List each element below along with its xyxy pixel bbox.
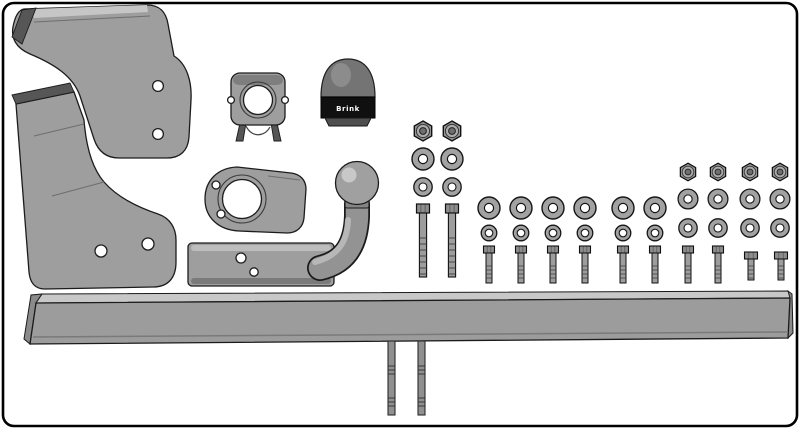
cap-logo-text: Brink	[336, 105, 360, 113]
base-plate-hole	[235, 252, 247, 264]
bolt-long	[415, 203, 431, 278]
cap-highlight	[331, 63, 351, 87]
bolt-medium	[648, 245, 662, 284]
flat-washer-large	[643, 196, 667, 220]
lower-side-bracket	[11, 82, 177, 290]
flat-washer	[677, 188, 699, 210]
flat-washer	[411, 147, 435, 171]
cross-member-beam	[23, 290, 794, 345]
hex-nut-small	[709, 162, 727, 182]
flat-washer-large	[477, 196, 501, 220]
fastener-set-middle	[477, 196, 667, 284]
beam-front-face	[29, 297, 791, 345]
base-plate-top-shade	[191, 245, 331, 251]
socket-plate-top-shade	[233, 75, 283, 85]
flat-washer	[708, 218, 728, 238]
threaded-rod	[417, 340, 426, 416]
bolt-long	[444, 203, 460, 278]
bolt-medium	[578, 245, 592, 284]
fastener-set-right	[677, 162, 791, 284]
spring-washer	[614, 224, 632, 242]
hex-nut-large	[413, 120, 433, 142]
bolt-short	[773, 251, 789, 281]
bolt-short	[743, 251, 759, 281]
spring-washer	[480, 224, 498, 242]
flat-washer	[440, 147, 464, 171]
base-plate-hole	[249, 267, 259, 277]
cap-bottom-lip	[324, 117, 372, 127]
flange-small-hole	[211, 180, 221, 190]
spring-washer	[576, 224, 594, 242]
flat-washer	[707, 188, 729, 210]
flat-washer-large	[573, 196, 597, 220]
socket-mounting-plate	[226, 72, 290, 142]
socket-hole	[242, 84, 274, 116]
spring-washer	[646, 224, 664, 242]
flat-washer-large	[509, 196, 533, 220]
flat-washer-large	[611, 196, 635, 220]
side-notch	[226, 95, 236, 105]
flat-washer	[413, 177, 433, 197]
spring-washer	[544, 224, 562, 242]
bracket-hole	[151, 79, 165, 93]
bolt-medium	[681, 245, 695, 284]
hex-nut-small	[771, 162, 789, 182]
flat-washer	[770, 218, 790, 238]
bolt-medium	[482, 245, 496, 284]
spring-washer	[512, 224, 530, 242]
hex-nut-small	[741, 162, 759, 182]
bolt-medium	[514, 245, 528, 284]
flange-small-hole	[216, 209, 226, 219]
beam-bottom-shade	[32, 331, 789, 338]
upper-side-bracket	[11, 4, 192, 159]
neck-body	[308, 192, 369, 280]
flat-washer	[740, 218, 760, 238]
bolt-medium	[546, 245, 560, 284]
hex-nut-large	[442, 120, 462, 142]
fastener-set-left	[411, 120, 464, 278]
flat-washer	[678, 218, 698, 238]
flange-adapter-plate	[204, 166, 307, 234]
towball-cover-cap: Brink	[320, 58, 376, 127]
side-notch	[280, 95, 290, 105]
bolt-medium	[616, 245, 630, 284]
flat-washer	[739, 188, 761, 210]
flange-center-hole	[221, 178, 263, 220]
flat-washer	[769, 188, 791, 210]
bracket-hole	[151, 127, 165, 141]
flat-washer	[442, 177, 462, 197]
threaded-support-rods	[387, 340, 426, 416]
base-plate-bottom-shade	[191, 278, 331, 284]
bracket-hole	[94, 244, 108, 258]
hex-nut-small	[679, 162, 697, 182]
bracket-hole	[141, 237, 155, 251]
swan-neck-towball	[187, 160, 380, 287]
neck-highlight	[312, 217, 351, 265]
bolt-medium	[711, 245, 725, 284]
towball	[334, 160, 380, 206]
threaded-rod	[387, 340, 396, 416]
flat-washer-large	[541, 196, 565, 220]
towball-highlight	[341, 167, 357, 183]
